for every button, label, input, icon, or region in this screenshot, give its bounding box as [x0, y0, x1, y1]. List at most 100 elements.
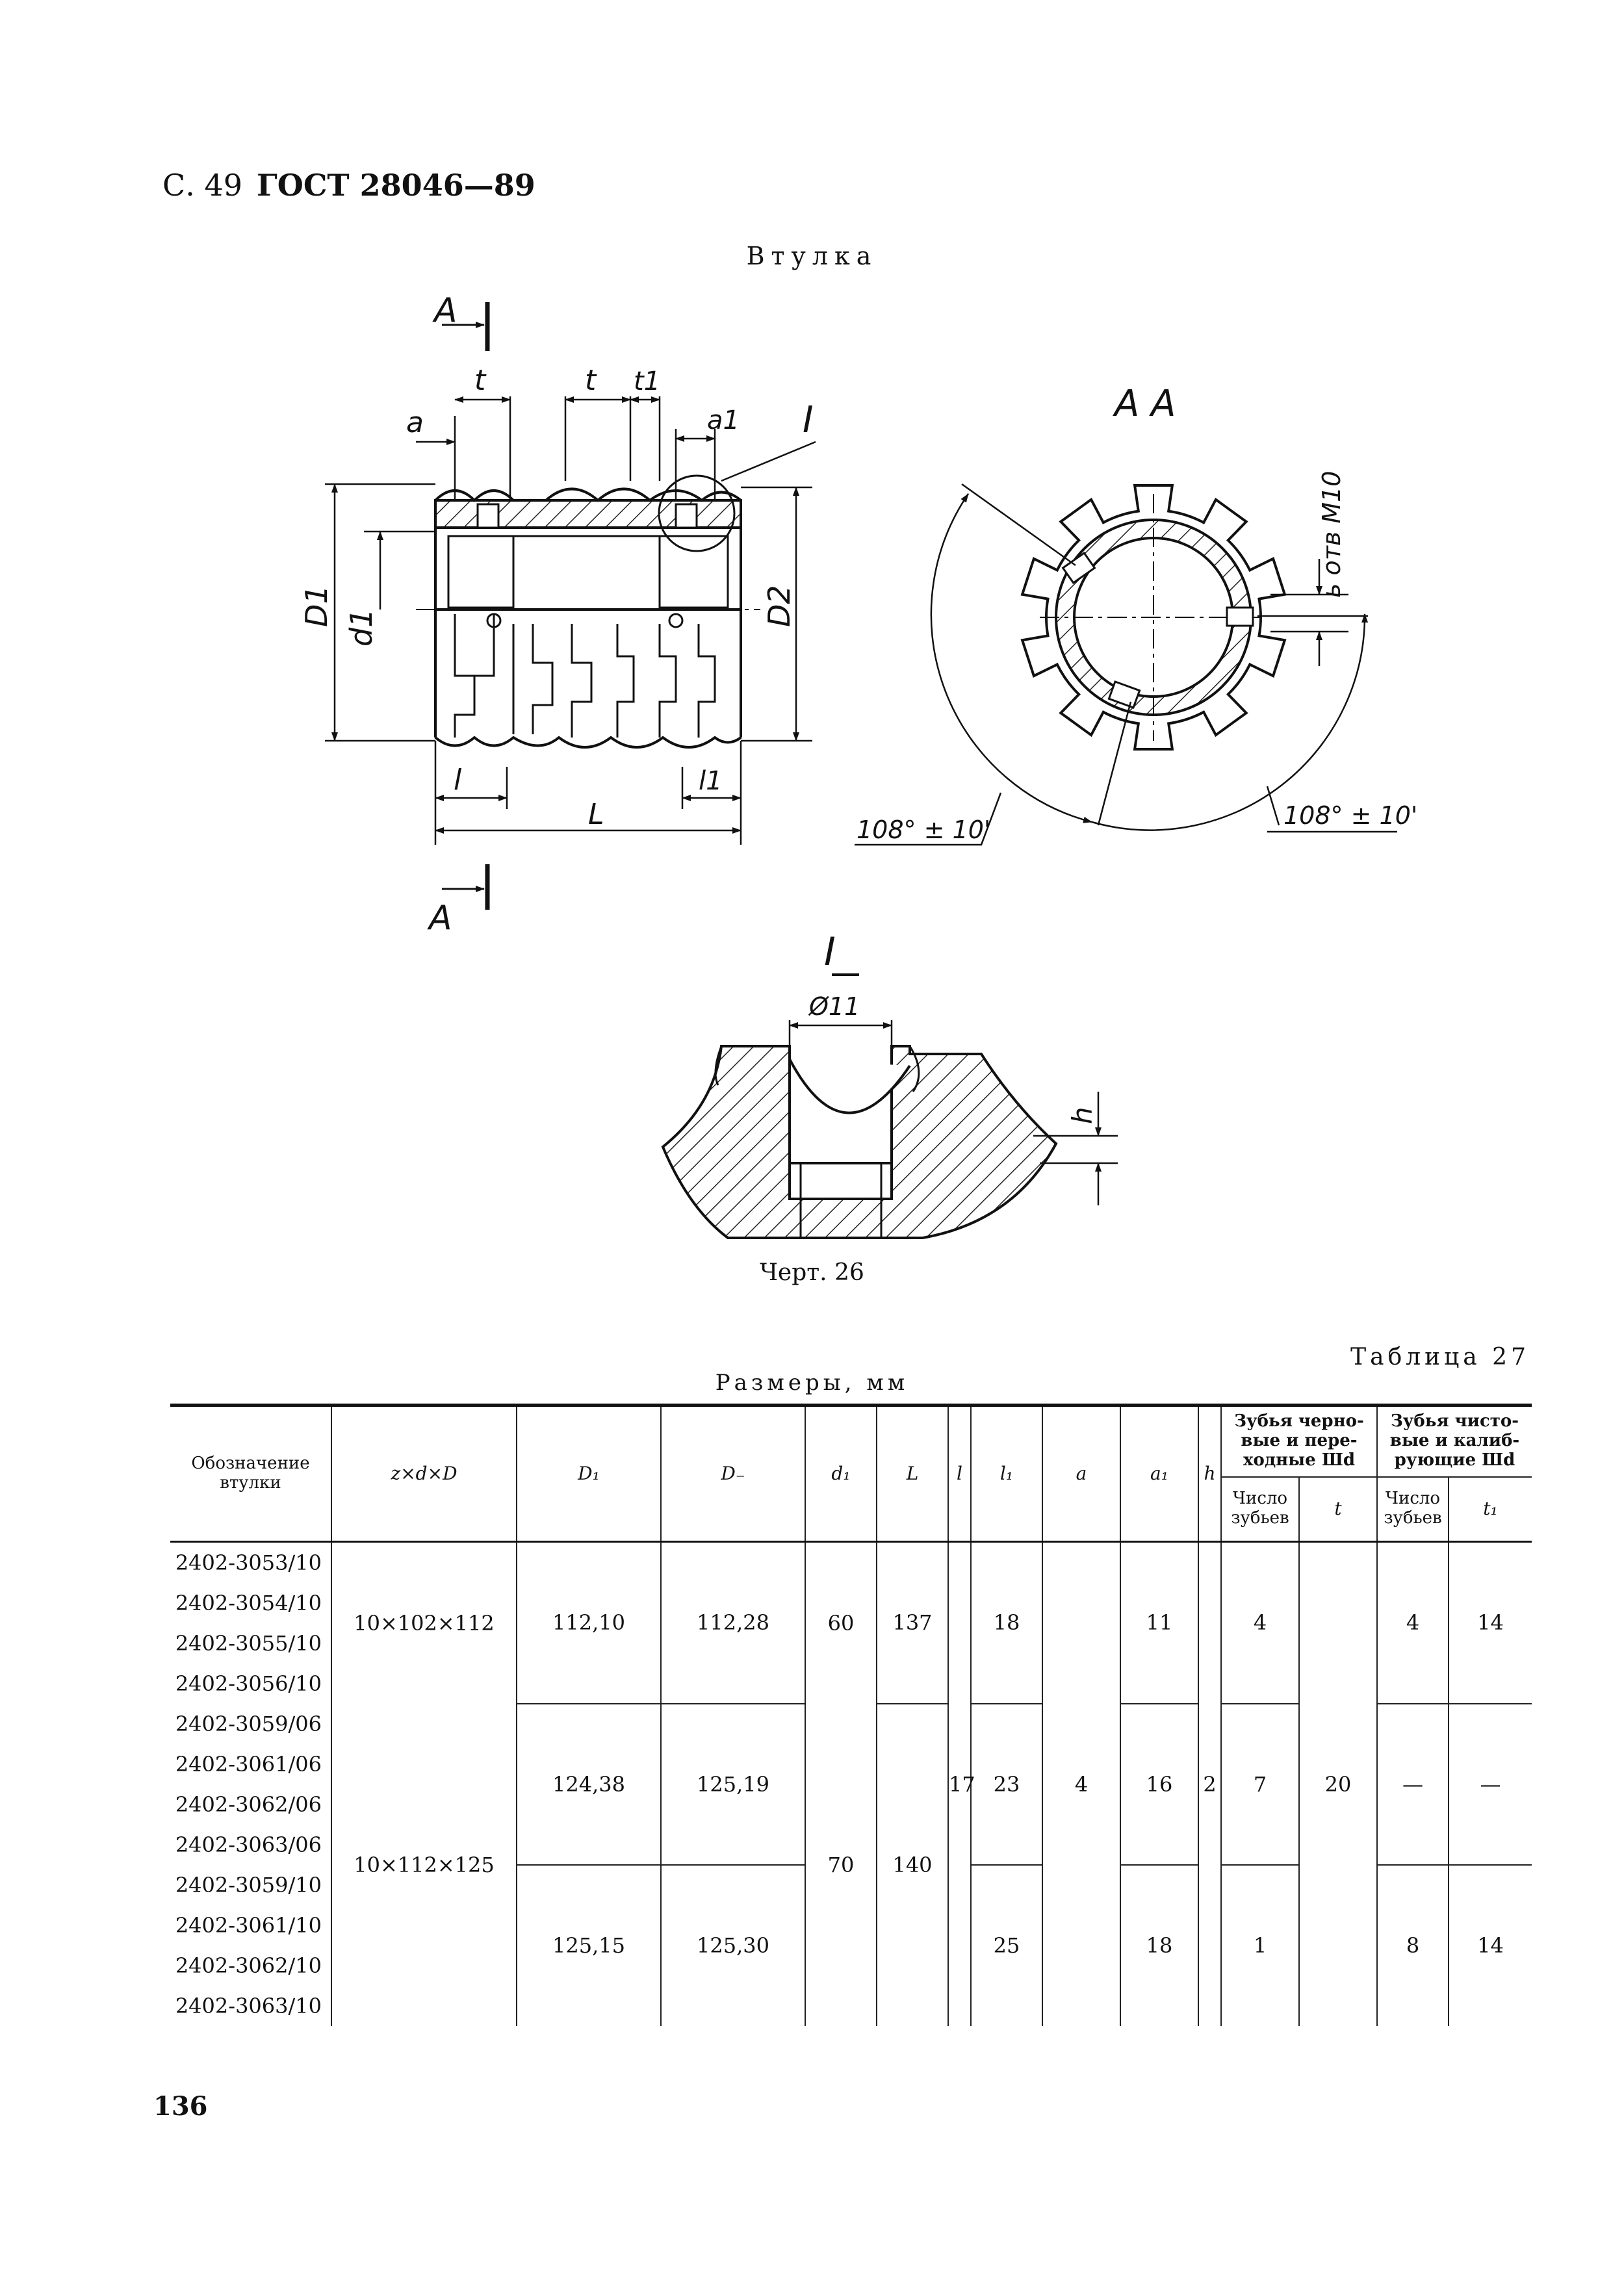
cell-l: 17: [947, 1541, 975, 2026]
label-t1: t1: [634, 366, 660, 396]
table-row: 2402-3063/06: [170, 1825, 1532, 1865]
standard-number: ГОСТ 28046—89: [256, 168, 535, 203]
table-row: 2402-3062/10: [170, 1946, 1532, 1986]
label-h: h: [1066, 1107, 1098, 1124]
label-angle-right: 108° ± 10': [1283, 801, 1417, 830]
th-zdD: z×d×D: [331, 1404, 517, 1542]
cell-D1: 112,10: [516, 1541, 661, 1704]
technical-drawing: A A a t t t1 a1 I D1 d1 D2 l l1 L A A: [299, 291, 1417, 1239]
cell-teeth2: 8: [1376, 1865, 1449, 2026]
label-a: a: [406, 406, 424, 439]
label-section-a-bottom: A: [427, 899, 452, 938]
cell-a1: 16: [1120, 1704, 1198, 1866]
cell-designation: 2402-3063/10: [175, 1993, 322, 2018]
th-teeth-count-2: Число зубьев: [1376, 1476, 1449, 1542]
cell-a1: 11: [1120, 1541, 1198, 1704]
drawing-title: Втулка: [746, 242, 878, 270]
table-number: Таблица 27: [1350, 1344, 1530, 1370]
cell-D2: 112,28: [660, 1541, 805, 1704]
cell-designation: 2402-3062/10: [175, 1953, 322, 1978]
th-t1: t₁: [1447, 1476, 1532, 1542]
th-a1: a₁: [1120, 1404, 1198, 1542]
cell-designation: 2402-3056/10: [175, 1671, 322, 1696]
cell-teeth: 1: [1220, 1865, 1299, 2026]
label-t: t: [474, 364, 487, 397]
cell-designation: 2402-3062/06: [175, 1792, 322, 1817]
label-detail-i: I: [803, 399, 814, 441]
th-L: L: [876, 1404, 948, 1542]
cell-a: 4: [1042, 1541, 1120, 2026]
cell-teeth: 7: [1220, 1704, 1299, 1866]
cell-t: 20: [1298, 1541, 1377, 2026]
table-row: 2402-3056/10: [170, 1663, 1532, 1704]
table-row: 2402-3061/06: [170, 1744, 1532, 1784]
label-section-a-top: A: [432, 291, 458, 330]
cell-designation: 2402-3061/06: [175, 1751, 322, 1777]
cell-h: 2: [1198, 1541, 1221, 2026]
label-dia-11: Ø11: [808, 992, 860, 1021]
cell-l1: 23: [970, 1704, 1042, 1866]
cell-teeth: 4: [1220, 1541, 1299, 1704]
th-designation: Обозначение втулки: [170, 1404, 331, 1542]
table-row: 2402-3054/10: [170, 1583, 1532, 1623]
label-a1: a1: [707, 405, 740, 435]
cell-designation: 2402-3054/10: [175, 1590, 322, 1615]
th-D1: D₁: [516, 1404, 661, 1542]
cell-D2: 125,30: [660, 1865, 805, 2026]
figure-caption: Черт. 26: [760, 1259, 864, 1286]
label-l1: l1: [699, 766, 723, 796]
table-row: 2402-3055/10: [170, 1623, 1532, 1663]
cell-designation: 2402-3063/06: [175, 1832, 322, 1857]
cell-D1: 124,38: [516, 1704, 661, 1866]
label-d1-upper: D1: [299, 585, 334, 627]
table-row: 2402-3053/10 10×102×112 112,10 112,28 60…: [170, 1541, 1532, 2026]
cell-t1: 14: [1447, 1541, 1532, 1704]
table-row: 2402-3062/06: [170, 1784, 1532, 1825]
table-row: 2402-3063/10: [170, 1986, 1532, 2026]
th-D2: D₋: [660, 1404, 805, 1542]
cell-zdD: 10×102×112: [331, 1541, 517, 1704]
label-L: L: [588, 798, 604, 831]
cell-designation: 2402-3061/10: [175, 1912, 322, 1938]
section-aa: [855, 483, 1397, 846]
table-units: Размеры, мм: [715, 1370, 909, 1396]
cell-a1: 18: [1120, 1865, 1198, 2026]
th-l1: l₁: [970, 1404, 1042, 1542]
th-rough-teeth: Зубья черно-вые и пере-ходные Шd: [1220, 1404, 1377, 1478]
label-detail-i-title: I: [824, 929, 836, 975]
label-hole-m10: ь отв М10: [1317, 471, 1346, 598]
label-section-aa: A A: [1113, 383, 1176, 425]
table-row: 2402-3061/10: [170, 1905, 1532, 1946]
cell-designation: 2402-3053/10: [170, 1541, 331, 1583]
cell-designation: 2402-3059/06: [175, 1711, 322, 1736]
th-teeth-count: Число зубьев: [1220, 1476, 1299, 1542]
label-angle-left: 108° ± 10': [857, 816, 990, 844]
cell-d1: 70: [805, 1704, 877, 2026]
detail-i-view: [661, 973, 1118, 1239]
th-l: l: [947, 1404, 971, 1542]
table-row: 2402-3059/10 125,15 125,30 25 18 1 8 14: [170, 1865, 1532, 2026]
label-d1-lower: d1: [344, 609, 379, 647]
cell-designation: 2402-3059/10: [175, 1872, 322, 1897]
dimensions-table: Обозначение втулки z×d×D D₁ D₋ d₁ L l l₁…: [170, 1404, 1532, 2026]
cell-designation: 2402-3055/10: [175, 1630, 322, 1656]
page-label: С. 49: [162, 168, 242, 203]
cell-l1: 25: [970, 1865, 1042, 2026]
label-l: l: [454, 764, 462, 797]
label-d2: D2: [762, 585, 797, 627]
table-row: 2402-3059/06 10×112×125 124,38 125,19 70…: [170, 1704, 1532, 2026]
th-finish-teeth: Зубья чисто-вые и калиб-рующие Шd: [1376, 1404, 1532, 1478]
th-d1: d₁: [805, 1404, 877, 1542]
main-view: [325, 302, 816, 910]
cell-t1: —: [1447, 1704, 1532, 1866]
cell-D2: 125,19: [660, 1704, 805, 1866]
th-a: a: [1042, 1404, 1120, 1542]
cell-teeth2: —: [1376, 1704, 1449, 1866]
th-h: h: [1198, 1404, 1221, 1542]
cell-L: 137: [876, 1541, 948, 1704]
cell-t1: 14: [1447, 1865, 1532, 2026]
cell-d1: 60: [805, 1541, 877, 1704]
cell-l1: 18: [970, 1541, 1042, 1704]
cell-teeth2: 4: [1376, 1541, 1449, 1704]
page-number: 136: [153, 2091, 208, 2122]
